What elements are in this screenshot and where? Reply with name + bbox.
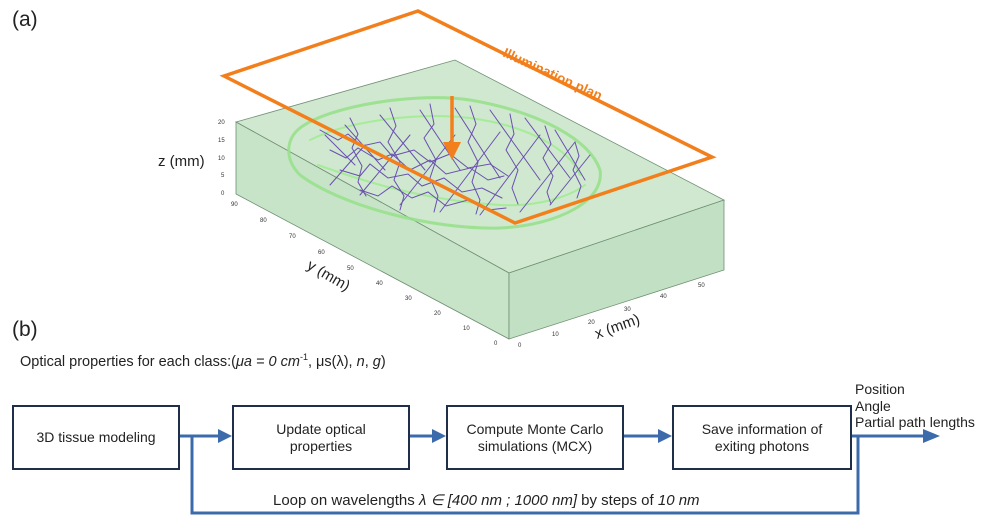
step-label: 3D tissue modeling — [36, 429, 156, 445]
step-label: Update optical properties — [276, 420, 366, 454]
step-tissue-modeling-box: 3D tissue modeling — [12, 405, 180, 470]
output-item: Partial path lengths — [855, 414, 975, 430]
x-tick: 40 — [660, 294, 667, 300]
y-tick: 70 — [289, 234, 296, 240]
y-axis-ticks: 90 80 70 60 50 40 30 20 10 0 — [231, 202, 498, 347]
step-label: Compute Monte Carlo simulations (MCX) — [466, 420, 604, 454]
step-monte-carlo-box: Compute Monte Carlo simulations (MCX) — [446, 405, 624, 470]
y-tick: 80 — [260, 218, 267, 224]
panel-label-a: (a) — [12, 8, 38, 31]
y-tick: 60 — [318, 250, 325, 256]
z-axis-title: z (mm) — [158, 153, 205, 170]
z-tick: 5 — [221, 173, 225, 179]
flow-arrowheads — [218, 429, 940, 443]
y-tick: 40 — [376, 281, 383, 287]
illumination-arrowhead — [443, 142, 461, 160]
z-axis-ticks: 20 15 10 5 0 — [218, 120, 225, 197]
y-tick: 0 — [494, 341, 498, 347]
y-tick: 20 — [434, 311, 441, 317]
flow-arrows — [180, 434, 925, 515]
volume-right-face — [508, 199, 725, 340]
x-tick: 50 — [698, 283, 705, 289]
z-tick: 10 — [218, 156, 225, 162]
z-tick: 0 — [221, 191, 225, 197]
step-save-photons-box: Save information of exiting photons — [672, 405, 852, 470]
step-update-properties-box: Update optical properties — [232, 405, 410, 470]
x-tick: 20 — [588, 320, 595, 326]
optical-properties-text: Optical properties for each class:(μa = … — [20, 352, 386, 370]
y-tick: 30 — [405, 296, 412, 302]
step-label: Save information of exiting photons — [701, 420, 823, 454]
output-item: Position — [855, 381, 905, 397]
y-tick: 90 — [231, 202, 238, 208]
x-tick: 0 — [518, 343, 522, 349]
x-axis-ticks: 0 10 20 30 40 50 — [518, 283, 705, 349]
output-list: Position Angle Partial path lengths — [855, 381, 975, 431]
output-item: Angle — [855, 397, 891, 414]
y-tick: 10 — [463, 326, 470, 332]
panel-label-b: (b) — [12, 318, 38, 341]
z-tick: 15 — [218, 138, 225, 144]
y-tick: 50 — [347, 266, 354, 272]
y-axis-title: y (mm) — [304, 257, 353, 295]
x-tick: 10 — [552, 332, 559, 338]
illumination-plane — [219, 9, 717, 225]
z-tick: 20 — [218, 120, 225, 126]
x-axis-title: x (mm) — [593, 311, 643, 343]
x-tick: 30 — [624, 307, 631, 313]
loop-text: Loop on wavelengths λ ∈ [400 nm ; 1000 n… — [273, 492, 700, 509]
